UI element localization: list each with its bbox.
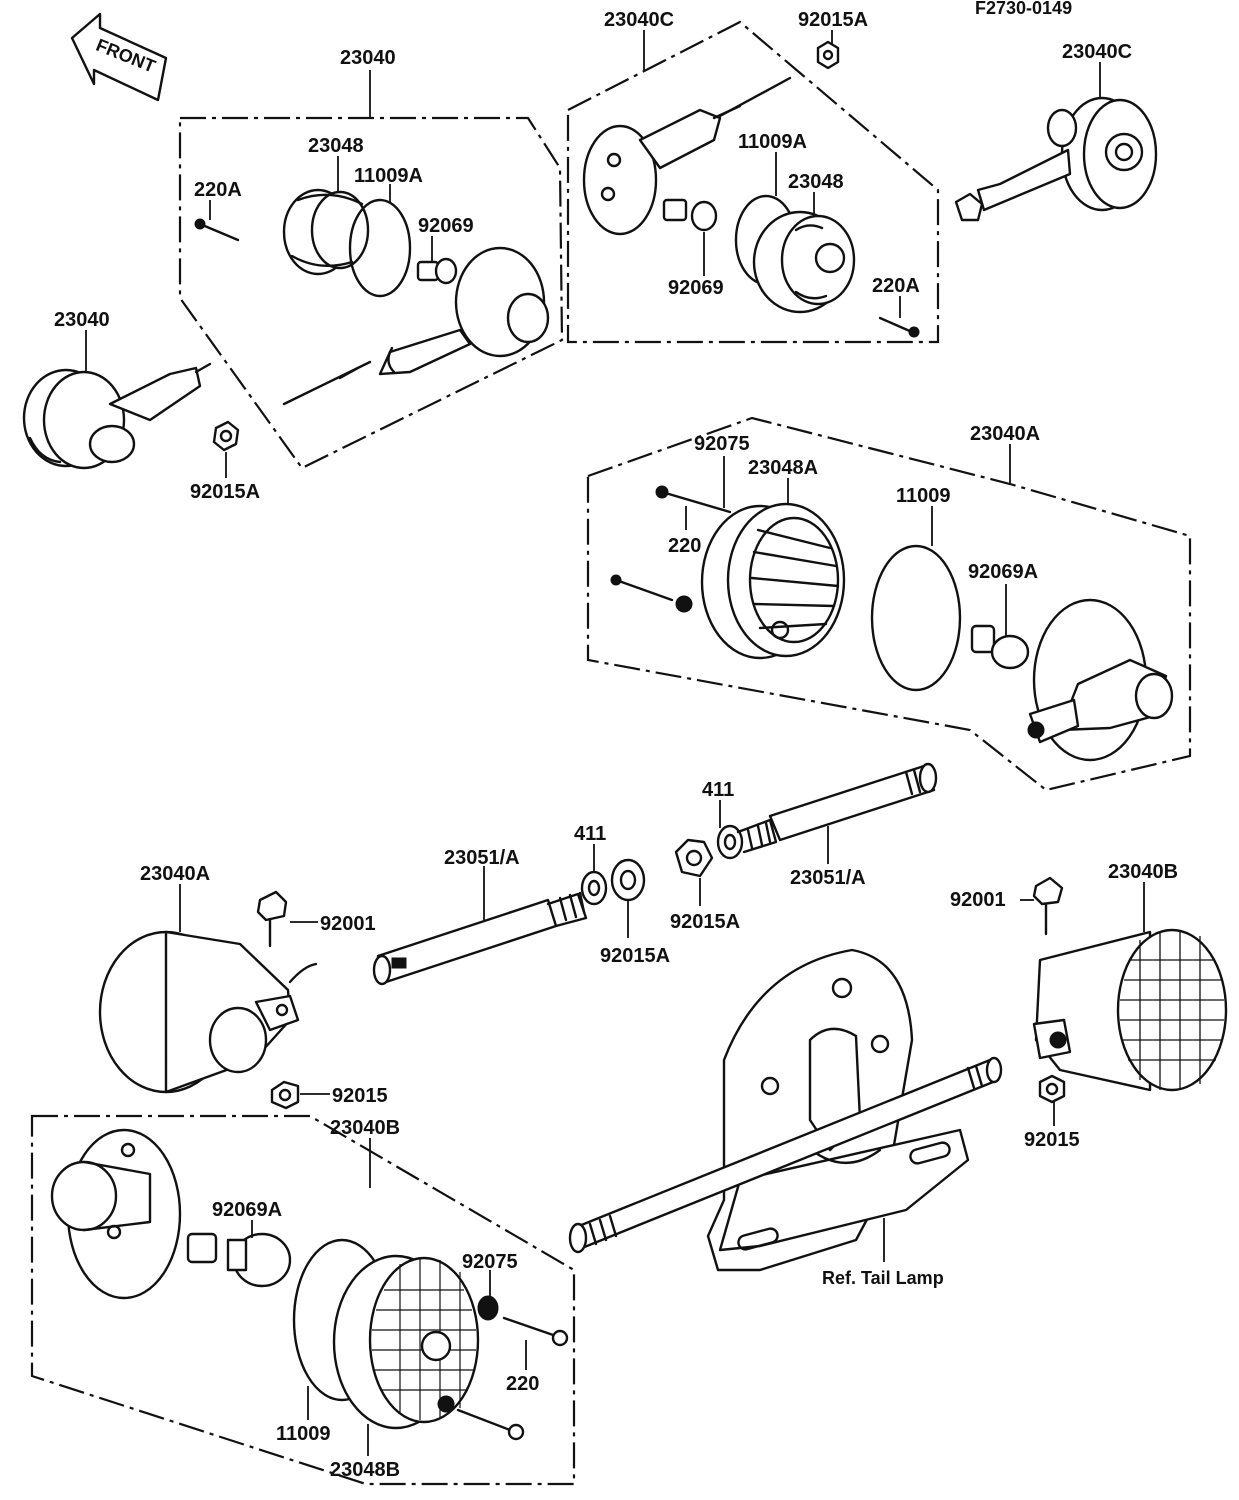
housing-23040A-open — [1027, 598, 1174, 762]
assembled-lamp-23040B-right — [1032, 928, 1228, 1092]
label-23051A-right: 23051/A — [790, 867, 866, 889]
assembled-lamp-23040C — [954, 96, 1158, 222]
label-92075-h: 92075 — [462, 1251, 518, 1273]
rear-crossbar — [568, 1056, 1003, 1254]
label-92015-right: 92015 — [1024, 1129, 1080, 1151]
washer-411-left — [580, 870, 608, 906]
gasket-11009-d — [870, 544, 962, 692]
label-92069-a: 92069 — [418, 215, 474, 237]
figure-code: F2730-0149 — [975, 0, 1072, 18]
label-92001-right: 92001 — [950, 889, 1006, 911]
label-92015A-top: 92015A — [798, 9, 868, 31]
bulb-92069A-h — [186, 1232, 292, 1288]
housing-23040-a — [282, 246, 550, 406]
group-boundary-23040B — [30, 1114, 576, 1486]
nut-92015A-left — [212, 420, 240, 452]
nut-92015A-shaft-left — [610, 858, 646, 902]
label-92075-d: 92075 — [694, 433, 750, 455]
label-23048-a: 23048 — [308, 135, 364, 157]
label-23040C-right: 23040C — [1062, 41, 1132, 63]
housing-23040C-open — [582, 76, 792, 236]
washer-411-right — [716, 824, 744, 860]
lens-23048-b — [752, 210, 856, 314]
label-411-right: 411 — [702, 779, 734, 801]
nut-92015A-shaft-right — [674, 838, 714, 878]
housing-23040B-open — [50, 1128, 182, 1300]
nut-92015A-top — [816, 40, 840, 70]
label-23048A: 23048A — [748, 457, 818, 479]
label-92069A-d: 92069A — [968, 561, 1038, 583]
screw-220-d-upper — [655, 485, 732, 514]
label-11009A-a: 11009A — [354, 165, 423, 187]
label-92001-left: 92001 — [320, 913, 376, 935]
label-220-d: 220 — [668, 535, 701, 557]
screw-220A-a — [194, 218, 240, 242]
bulb-92069-a — [416, 257, 458, 285]
assembled-lamp-23040-left — [22, 362, 212, 470]
label-11009A-b: 11009A — [738, 131, 807, 153]
group-boundary-23040 — [178, 116, 564, 470]
nut-92015-right — [1038, 1074, 1066, 1104]
shaft-23051A-right — [736, 762, 938, 854]
front-arrow: FRONT — [70, 12, 168, 102]
label-92015-left: 92015 — [332, 1085, 388, 1107]
tail-lamp-bracket — [706, 948, 970, 1272]
label-23040A-left: 23040A — [140, 863, 210, 885]
label-220-h: 220 — [506, 1373, 539, 1395]
label-23040B-bottom: 23040B — [330, 1117, 400, 1139]
label-220A-b: 220A — [872, 275, 920, 297]
nut-92075-h — [477, 1295, 499, 1321]
label-23048-b: 23048 — [788, 171, 844, 193]
nut-92015-left — [270, 1080, 300, 1110]
lens-23048A — [700, 502, 846, 660]
label-23040A-top: 23040A — [970, 423, 1040, 445]
bulb-92069-b — [662, 198, 718, 232]
screw-220A-b — [878, 316, 920, 338]
label-11009-d: 11009 — [896, 485, 951, 507]
assembled-lamp-23040A-left — [98, 930, 318, 1094]
label-11009-h: 11009 — [276, 1423, 331, 1445]
label-92069A-h: 92069A — [212, 1199, 282, 1221]
label-411-left: 411 — [574, 823, 606, 845]
label-23040C-top: 23040C — [604, 9, 674, 31]
group-boundary-23040C — [566, 20, 940, 344]
label-23048B: 23048B — [330, 1459, 400, 1481]
label-220A-a: 220A — [194, 179, 242, 201]
gasket-11009A — [348, 198, 412, 298]
bolt-92001-left — [256, 890, 288, 948]
label-92069-b: 92069 — [668, 277, 724, 299]
group-boundary-23040A — [586, 416, 1192, 792]
label-23040B-right: 23040B — [1108, 861, 1178, 883]
screw-220-h-lower — [437, 1395, 525, 1441]
lens-23048 — [282, 188, 370, 276]
label-23040-left: 23040 — [54, 309, 110, 331]
ref-tail-lamp-label: Ref. Tail Lamp — [822, 1268, 944, 1288]
bolt-92001-right — [1032, 876, 1064, 936]
label-23040-top: 23040 — [340, 47, 396, 69]
shaft-23051A-left — [372, 891, 588, 986]
bulb-92069A-d — [970, 624, 1030, 670]
screw-220-d-lower — [610, 574, 693, 613]
label-23051A-left: 23051/A — [444, 847, 520, 869]
label-92015A-shaft-mid: 92015A — [670, 911, 740, 933]
label-92015A-left: 92015A — [190, 481, 260, 503]
lens-23048B — [332, 1254, 480, 1430]
screw-220-h-upper — [502, 1316, 569, 1347]
label-92015A-shaft-low: 92015A — [600, 945, 670, 967]
